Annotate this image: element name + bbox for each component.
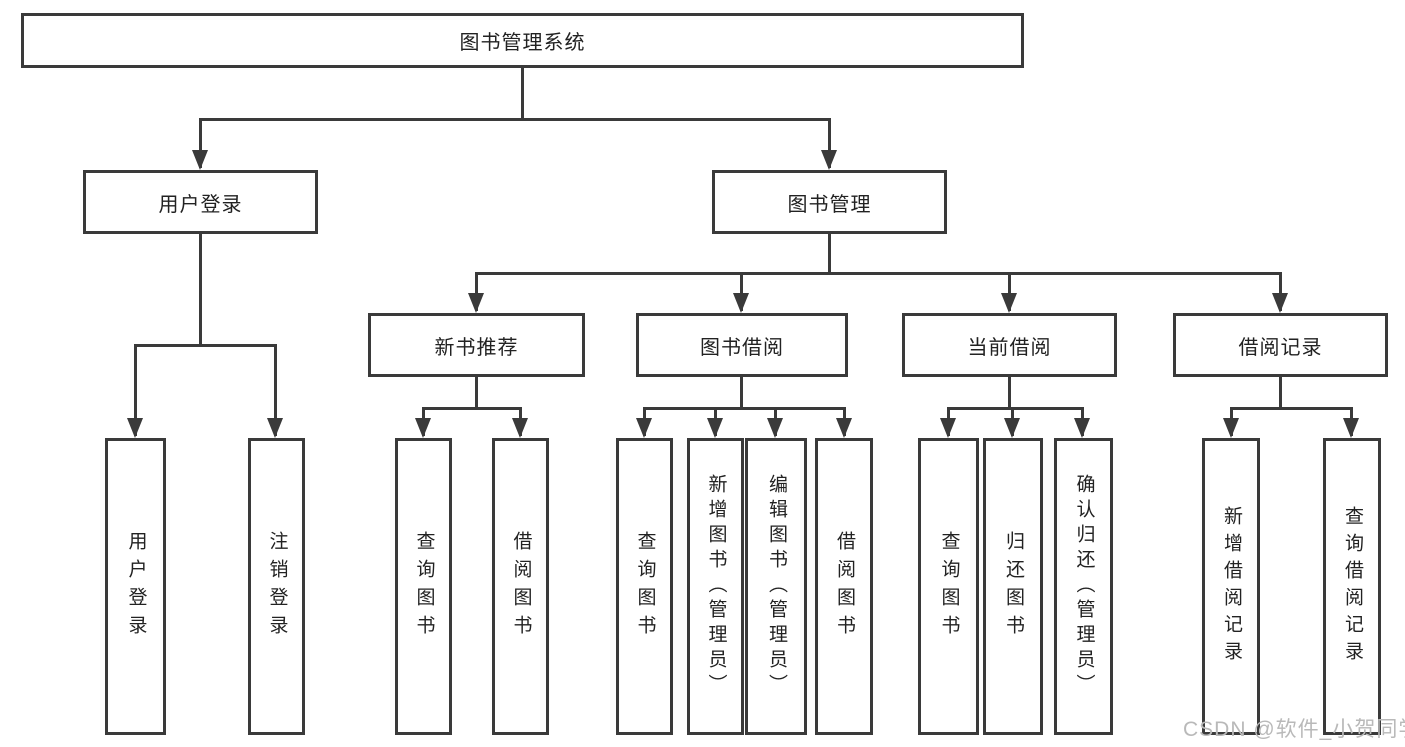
- connector-book-borrow-rail: [643, 407, 845, 410]
- node-user-login: 用户登录: [83, 170, 318, 234]
- arrowhead-borrow-books-2: [836, 418, 852, 438]
- leaf-edit-books-admin-label: 编辑图书（管理员）: [765, 474, 787, 699]
- leaf-user-login: 用户登录: [105, 438, 166, 735]
- node-current-borrow-label: 当前借阅: [967, 336, 1052, 359]
- node-current-borrow: 当前借阅: [902, 313, 1117, 377]
- connector-current-borrow-rail: [947, 407, 1084, 410]
- connector-drop-user-login: [199, 118, 202, 168]
- connector-user-login-rail: [134, 344, 277, 347]
- connector-drop-current-borrow: [1008, 272, 1011, 311]
- node-book-management-label: 图书管理: [787, 193, 872, 216]
- connector-current-borrow-stem: [1008, 377, 1011, 407]
- arrowhead-add-borrow-record: [1223, 418, 1239, 438]
- leaf-confirm-return-admin-label: 确认归还（管理员）: [1073, 474, 1095, 699]
- leaf-borrow-books-2-label: 借阅图书: [833, 530, 855, 643]
- connector-drop-leaf-user-login: [134, 344, 137, 436]
- leaf-query-books-1-label: 查询图书: [413, 530, 435, 643]
- arrowhead-confirm-return-admin: [1074, 418, 1090, 438]
- connector-drop-leaf-logout: [274, 344, 277, 436]
- connector-root-stem: [521, 68, 524, 118]
- node-borrow-records-label: 借阅记录: [1238, 336, 1323, 359]
- leaf-query-borrow-record-label: 查询借阅记录: [1341, 505, 1363, 668]
- leaf-edit-books-admin: 编辑图书（管理员）: [745, 438, 807, 735]
- leaf-add-borrow-record: 新增借阅记录: [1202, 438, 1260, 735]
- connector-level1-rail: [199, 118, 831, 121]
- arrowhead-current-borrow: [1001, 293, 1017, 313]
- arrowhead-leaf-user-login: [127, 418, 143, 438]
- connector-new-book-recommend-stem: [475, 377, 478, 407]
- leaf-add-books-admin: 新增图书（管理员）: [687, 438, 744, 735]
- connector-new-book-recommend-rail: [422, 407, 522, 410]
- arrowhead-borrow-records: [1272, 293, 1288, 313]
- connector-borrow-records-stem: [1279, 377, 1282, 407]
- leaf-user-login-label: 用户登录: [125, 530, 147, 643]
- node-book-borrow: 图书借阅: [636, 313, 848, 377]
- leaf-return-books: 归还图书: [983, 438, 1043, 735]
- arrowhead-edit-books-admin: [767, 418, 783, 438]
- leaf-logout-label: 注销登录: [266, 530, 288, 643]
- connector-borrow-records-rail: [1230, 407, 1353, 410]
- leaf-add-borrow-record-label: 新增借阅记录: [1220, 505, 1242, 668]
- connector-user-login-stem: [199, 234, 202, 344]
- leaf-query-books-2: 查询图书: [616, 438, 673, 735]
- leaf-logout: 注销登录: [248, 438, 305, 735]
- leaf-query-borrow-record: 查询借阅记录: [1323, 438, 1381, 735]
- leaf-query-books-2-label: 查询图书: [634, 530, 656, 643]
- node-user-login-label: 用户登录: [158, 193, 243, 216]
- leaf-borrow-books-1-label: 借阅图书: [510, 530, 532, 643]
- node-borrow-records: 借阅记录: [1173, 313, 1388, 377]
- leaf-query-books-1: 查询图书: [395, 438, 452, 735]
- connector-drop-new-book-recommend: [475, 272, 478, 311]
- arrowhead-leaf-logout: [267, 418, 283, 438]
- arrowhead-query-borrow-record: [1343, 418, 1359, 438]
- connector-drop-borrow-records: [1279, 272, 1282, 311]
- leaf-query-books-3-label: 查询图书: [938, 530, 960, 643]
- leaf-return-books-label: 归还图书: [1002, 530, 1024, 643]
- node-root-label: 图书管理系统: [459, 32, 586, 54]
- arrowhead-return-books: [1004, 418, 1020, 438]
- leaf-query-books-3: 查询图书: [918, 438, 979, 735]
- connector-level2-rail: [475, 272, 1281, 275]
- node-book-management: 图书管理: [712, 170, 947, 234]
- arrowhead-book-management: [821, 150, 837, 170]
- connector-drop-book-borrow: [740, 272, 743, 311]
- arrowhead-add-books-admin: [707, 418, 723, 438]
- node-new-book-recommend: 新书推荐: [368, 313, 585, 377]
- leaf-borrow-books-1: 借阅图书: [492, 438, 549, 735]
- arrowhead-query-books-3: [940, 418, 956, 438]
- arrowhead-query-books-2: [636, 418, 652, 438]
- node-new-book-recommend-label: 新书推荐: [434, 336, 519, 359]
- connector-book-management-stem: [828, 234, 831, 272]
- leaf-borrow-books-2: 借阅图书: [815, 438, 873, 735]
- arrowhead-borrow-books-1: [512, 418, 528, 438]
- leaf-confirm-return-admin: 确认归还（管理员）: [1054, 438, 1113, 735]
- leaf-add-books-admin-label: 新增图书（管理员）: [705, 474, 727, 699]
- arrowhead-new-book-recommend: [468, 293, 484, 313]
- csdn-watermark: CSDN @软件_小贺同学: [1183, 718, 1405, 741]
- arrowhead-book-borrow: [733, 293, 749, 313]
- node-book-borrow-label: 图书借阅: [700, 336, 784, 359]
- connector-book-borrow-stem: [740, 377, 743, 407]
- connector-drop-book-management: [828, 118, 831, 168]
- arrowhead-user-login: [192, 150, 208, 170]
- node-root: 图书管理系统: [21, 13, 1024, 68]
- arrowhead-query-books-1: [415, 418, 431, 438]
